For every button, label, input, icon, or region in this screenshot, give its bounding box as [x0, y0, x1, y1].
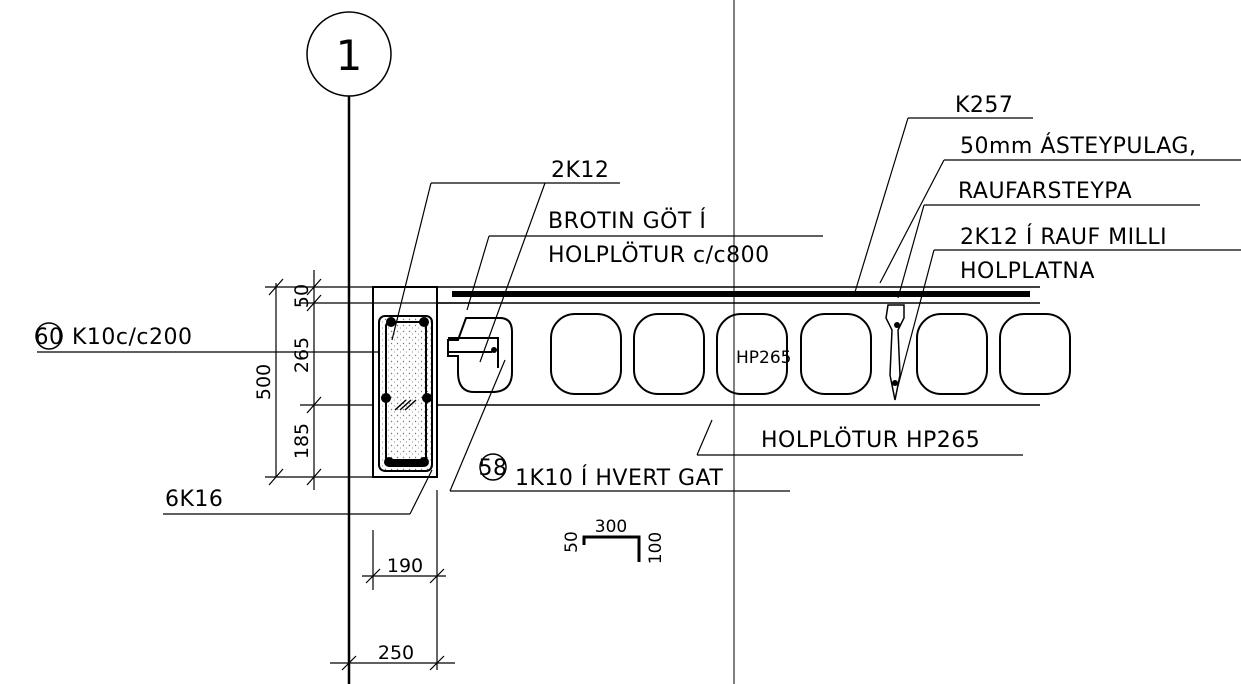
bar-shape — [582, 535, 641, 562]
slab-void — [800, 313, 872, 395]
label-hollowcore-plates: HOLPLATNA — [960, 259, 1095, 284]
slab-void — [633, 313, 705, 395]
dim-500: 500 — [253, 364, 275, 400]
slab-void — [550, 313, 622, 395]
leader-lines — [37, 117, 1241, 515]
label-stirrups: K10c/c200 — [72, 325, 193, 350]
label-slab-type: HP265 — [736, 348, 791, 368]
bend-300: 300 — [595, 517, 627, 537]
bar-58-shape-sketch: 50 300 100 — [562, 517, 666, 564]
label-joint-bar: 2K12 Í RAUF MILLI — [960, 224, 1167, 250]
label-mark-60: 60 — [35, 325, 64, 350]
bend-50: 50 — [562, 531, 582, 553]
joint-groove — [885, 304, 905, 401]
grid-marker-label: 1 — [336, 31, 363, 80]
dim-185: 185 — [291, 423, 313, 459]
tick — [429, 568, 445, 584]
leader-joint — [897, 204, 925, 299]
dim-190: 190 — [387, 555, 423, 577]
main-bar — [381, 393, 391, 403]
break-mark — [404, 399, 417, 411]
grid-axis-1: 1 — [306, 11, 392, 684]
label-k257: K257 — [955, 93, 1013, 118]
tick — [306, 278, 322, 296]
bend-100: 100 — [646, 532, 666, 564]
label-hole-bar: 1K10 Í HVERT GAT — [515, 465, 723, 491]
label-broken-holes: BROTIN GÖT Í — [548, 208, 706, 234]
main-bar — [422, 393, 432, 403]
label-main-bars: 6K16 — [165, 487, 223, 512]
tick — [268, 468, 284, 486]
dim-50: 50 — [291, 284, 313, 308]
dimension-chain-horizontal — [330, 490, 455, 671]
dimension-chain-vertical — [265, 270, 480, 490]
joint-bar — [894, 322, 900, 328]
label-hollowcore-slab: HOLPLÖTUR HP265 — [761, 427, 980, 453]
leader-joint-bar — [897, 249, 935, 387]
dim-250: 250 — [378, 642, 414, 664]
leader-k257 — [854, 117, 909, 293]
topping-layer — [437, 286, 1040, 406]
tick — [306, 396, 322, 414]
mark-60-circle — [35, 322, 63, 350]
leader-topping — [879, 159, 945, 284]
label-joint-concrete: RAUFARSTEYPA — [958, 179, 1132, 204]
tick — [268, 278, 284, 296]
break-mark — [394, 399, 407, 411]
joint-bar — [892, 380, 898, 386]
tick — [306, 294, 322, 312]
leader-2k12-b — [479, 182, 546, 363]
tick — [306, 468, 322, 486]
hole-bar-end — [491, 347, 497, 353]
tick — [341, 655, 357, 671]
broken-void — [447, 317, 513, 393]
leader-2k12 — [391, 182, 432, 341]
leader-6k16 — [409, 469, 433, 515]
hollowcore-voids — [447, 304, 1071, 401]
tick — [429, 655, 445, 671]
leader-broken — [466, 235, 490, 311]
main-bar — [386, 317, 396, 327]
tick — [365, 568, 381, 584]
hole-bar-58 — [448, 337, 499, 368]
break-mark — [399, 399, 412, 411]
main-bar — [419, 317, 429, 327]
slab-void — [716, 313, 788, 395]
mark-58-circle — [479, 453, 507, 481]
label-2k12: 2K12 — [551, 158, 609, 183]
dim-265: 265 — [291, 337, 313, 373]
label-mark-58: 58 — [479, 456, 508, 481]
slab-void — [916, 313, 988, 395]
edge-beam — [372, 286, 438, 478]
label-hollowcore-spacing: HOLPLÖTUR c/c800 — [548, 242, 770, 268]
slab-void — [999, 313, 1071, 395]
label-topping: 50mm ÁSTEYPULAG, — [960, 133, 1196, 159]
leader-hole-bar — [449, 359, 506, 492]
beam-stirrup — [378, 315, 433, 472]
leader-hollowcore — [696, 419, 713, 456]
